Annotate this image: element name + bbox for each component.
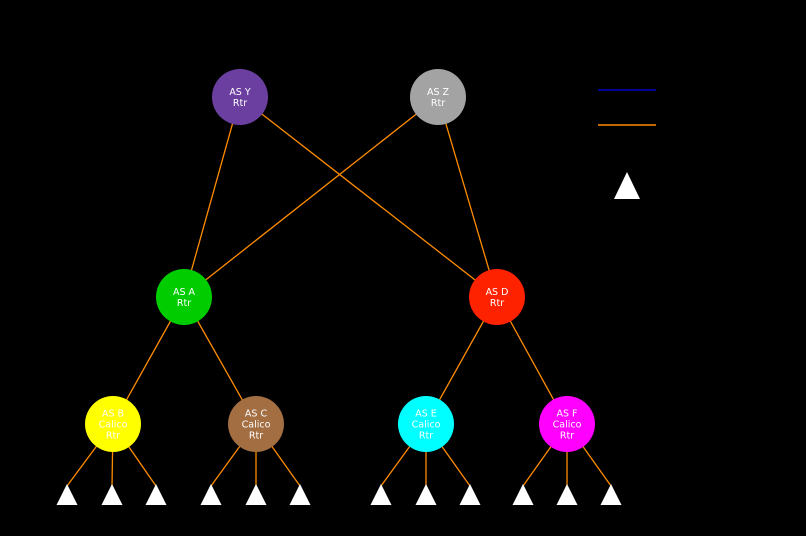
- host-triangle-icon: [415, 484, 437, 505]
- node-as-z-rtr: [410, 69, 466, 125]
- host-triangle-icon: [56, 484, 78, 505]
- node-as-f-calico-rtr: [539, 396, 595, 452]
- edge-as-y-rtr-to-as-a-rtr: [183, 96, 241, 298]
- edge-as-z-rtr-to-as-d-rtr: [437, 96, 498, 298]
- node-as-e-calico-rtr: [398, 396, 454, 452]
- host-triangle-icon: [370, 484, 392, 505]
- node-as-b-calico-rtr: [85, 396, 141, 452]
- host-triangle-icon: [512, 484, 534, 505]
- node-as-y-rtr: [212, 69, 268, 125]
- host-triangle-icon: [556, 484, 578, 505]
- node-as-a-rtr: [156, 269, 212, 325]
- legend-triangle-icon: [614, 172, 640, 199]
- host-triangle-icon: [145, 484, 167, 505]
- host-triangle-icon: [200, 484, 222, 505]
- host-triangle-icon: [101, 484, 123, 505]
- host-triangle-icon: [459, 484, 481, 505]
- host-triangle-icon: [245, 484, 267, 505]
- edge-as-z-rtr-to-as-a-rtr: [183, 96, 439, 298]
- host-triangle-icon: [289, 484, 311, 505]
- node-as-d-rtr: [469, 269, 525, 325]
- host-triangle-icon: [600, 484, 622, 505]
- node-as-c-calico-rtr: [228, 396, 284, 452]
- edge-as-y-rtr-to-as-d-rtr: [239, 96, 498, 298]
